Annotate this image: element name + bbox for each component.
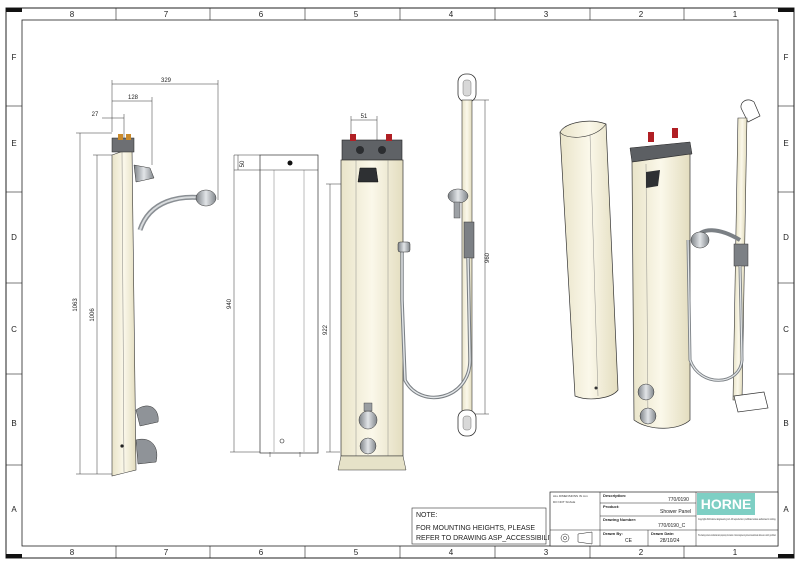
drawing-number-value: 770/0190_C [658,523,686,529]
corner-mark-tl [6,8,22,12]
dim-1063: 1063 [73,298,79,312]
drawing-number-label: Drawing Number: [603,517,636,522]
zone-row-f-left: F [12,53,17,62]
zone-row-e-right: E [783,139,788,148]
zone-col-6-top: 6 [259,10,264,19]
title-block: ALL DIMENSIONS IN mm DO NOT SCALE Descri… [549,491,779,547]
dim-50: 50 [240,160,246,167]
dim-128: 128 [128,95,139,101]
corner-mark-br [778,554,794,558]
iso-assembly-view [629,99,769,429]
brand-logo [697,493,755,515]
zone-col-8-bottom: 8 [70,548,75,557]
zone-row-b-left: B [11,419,16,428]
zone-col-2-bottom: 2 [639,548,644,557]
product-value: Shower Panel [660,509,691,515]
zone-row-e-left: E [11,139,16,148]
dim-960: 960 [485,252,491,263]
zone-col-6-bottom: 6 [259,548,264,557]
zone-row-c-left: C [11,325,17,334]
zone-row-d-left: D [11,233,17,242]
zone-col-5-top: 5 [354,10,359,19]
confidential-text: This drawing contains confidential and p… [698,533,776,537]
zone-row-c-right: C [783,325,789,334]
zone-row-a-left: A [11,505,17,514]
drawn-date-value: 28/10/24 [660,538,680,544]
zone-col-7-top: 7 [164,10,169,19]
zone-col-5-bottom: 5 [354,548,359,557]
zone-row-b-right: B [783,419,788,428]
note-box: NOTE: FOR MOUNTING HEIGHTS, PLEASE REFER… [411,507,564,545]
dim-922: 922 [323,324,329,335]
left-block-line-2: DO NOT SCALE [553,500,575,504]
corner-mark-bl [6,554,22,558]
zone-col-4-bottom: 4 [449,548,454,557]
zone-col-1-top: 1 [733,10,738,19]
note-line-1: FOR MOUNTING HEIGHTS, PLEASE [416,525,535,532]
zone-col-2-top: 2 [639,10,644,19]
zone-row-f-right: F [784,53,789,62]
zone-row-a-right: A [783,505,789,514]
note-line-2: REFER TO DRAWING ASP_ACCESSIBILITY-L [416,535,564,542]
back-view: 50 940 [227,154,319,457]
product-label: Product: [603,504,619,509]
drawn-by-label: Drawn By: [603,531,623,536]
dim-940: 940 [227,298,233,309]
iso-cover-view [559,120,619,400]
projection-symbol-icon [560,533,570,543]
dim-1006: 1006 [90,308,96,322]
dim-27: 27 [92,112,99,118]
description-value: 770/0190 [668,497,689,503]
front-view: 51 922 [323,114,407,471]
side-view: 329 128 27 1063 1006 [73,78,219,477]
zone-col-8-top: 8 [70,10,75,19]
zone-col-3-top: 3 [544,10,549,19]
zone-col-1-bottom: 1 [733,548,738,557]
copyright-text: Copyright 2024 Horne Engineering Ltd. Al… [698,517,776,521]
corner-mark-tr [778,8,794,12]
zone-row-d-right: D [783,233,789,242]
left-block-line-1: ALL DIMENSIONS IN mm [553,494,588,498]
zone-ticks [6,8,794,558]
note-heading: NOTE: [416,512,437,519]
dim-329: 329 [161,78,172,84]
riser-rail-view: 960 [397,73,491,437]
description-label: Description: [603,493,626,498]
drawn-by-value: CE [625,538,633,544]
drawn-date-label: Drawn Date: [651,531,674,536]
brand-name: HORNE [701,496,752,512]
zone-col-7-bottom: 7 [164,548,169,557]
zone-col-4-top: 4 [449,10,454,19]
dim-51: 51 [361,114,368,120]
zone-col-3-bottom: 3 [544,548,549,557]
